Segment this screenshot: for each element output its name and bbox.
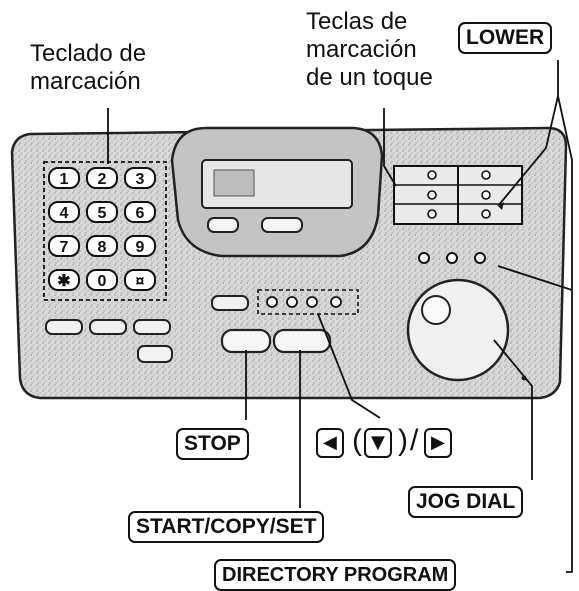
leader-lines [107,60,573,573]
start-copy-set-button [272,328,332,354]
one-touch-key-leds [427,170,491,219]
nav-extra-key [330,296,342,308]
keypad-key-label: 9 [136,239,145,256]
keypad-key [124,269,156,291]
directory-program-key [474,252,486,264]
nav-right-key [306,296,318,308]
keypad-key [124,235,156,257]
keypad-key-label: 5 [98,205,107,222]
keypad-key [86,167,118,189]
start-copy-set-label: START/COPY/SET [128,511,325,543]
keypad-key-label: 8 [98,239,107,256]
stop-button [220,328,272,354]
function-button [45,319,83,335]
keypad-key [124,201,156,223]
paren-open: ( [352,424,362,457]
keypad-key [86,235,118,257]
jog-dial [406,278,510,382]
keypad-key-label: 2 [98,171,107,188]
function-button [133,319,171,335]
keypad-key [48,235,80,257]
keypad-key-label: ✱ [57,273,70,290]
directory-program-label: DIRECTORY PROGRAM [214,559,457,591]
keypad-key [48,201,80,223]
keypad-key [86,269,118,291]
keypad-key [86,201,118,223]
nav-down-key [286,296,298,308]
keypad-keys: 1 2 3 4 5 6 7 8 9 ✱ 0 ¤ [48,167,156,291]
keypad-key-label: 0 [98,273,107,290]
keypad-key [48,269,80,291]
jog-dial-grip [421,295,451,325]
nav-left-key-label: ◀ [316,428,344,458]
nav-separator: / [410,424,419,457]
nav-down-key-label: ▼ [364,428,392,458]
keypad-label: Teclado de marcación [30,40,147,95]
nav-right-key-label: ▶ [424,428,452,458]
arrow-tip [498,202,504,210]
keypad-key-label: 1 [60,171,69,188]
keypad-key [124,167,156,189]
keypad-key-label: 7 [60,239,69,256]
display-button-right [261,217,303,233]
keypad-key [48,167,80,189]
round-key [446,252,458,264]
keypad-key-label: 6 [136,205,145,222]
jog-dial-label: JOG DIAL [408,486,524,518]
keypad-outline [43,161,167,301]
function-button [89,319,127,335]
nav-left-key [266,296,278,308]
stop-key-label: STOP [176,428,249,460]
paren-close: ) [398,424,408,457]
nav-side-button [211,295,249,311]
nav-cluster-outline [257,289,359,315]
function-button [137,345,173,363]
keypad-key-label: ¤ [136,273,145,290]
round-key [418,252,430,264]
display-button-left [207,217,239,233]
keypad-key-label: 4 [60,205,69,222]
keypad-key-label: 3 [136,171,145,188]
lower-key-label: LOWER [458,22,553,54]
one-touch-keys-label: Teclas de marcación de un toque [306,8,433,91]
